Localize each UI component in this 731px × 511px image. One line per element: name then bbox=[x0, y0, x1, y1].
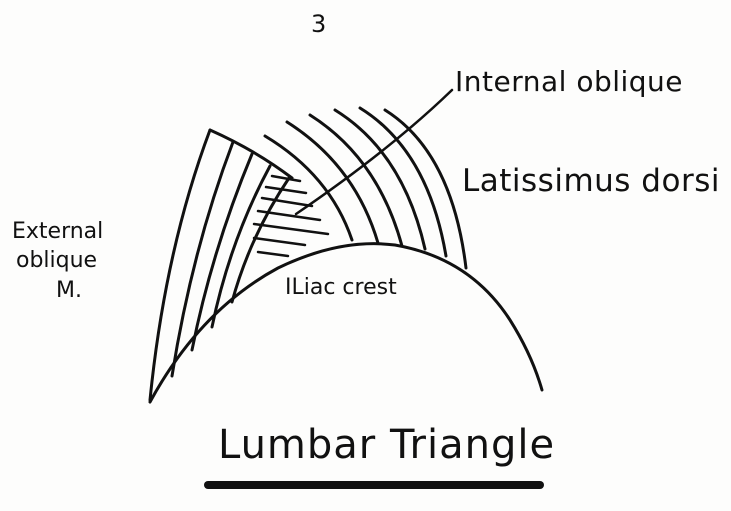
hatch-line bbox=[256, 250, 290, 258]
iliac-crest-arch bbox=[148, 242, 544, 404]
hatch-line bbox=[264, 185, 308, 195]
external-oblique-boundary-top bbox=[208, 128, 294, 180]
hatch-line bbox=[256, 209, 322, 222]
latissimus-dorsi-fibre bbox=[383, 108, 468, 270]
latissimus-dorsi-label: Latissimus dorsi bbox=[462, 163, 720, 199]
internal-oblique-pointer bbox=[294, 88, 454, 216]
page-number: 3 bbox=[311, 10, 327, 38]
external-oblique-boundary bbox=[148, 128, 212, 402]
hatch-line bbox=[270, 174, 302, 183]
external-oblique-fibre bbox=[190, 152, 254, 352]
latissimus-dorsi-fibre bbox=[308, 113, 404, 248]
latissimus-dorsi-fibre bbox=[358, 106, 448, 258]
latissimus-dorsi-fibre bbox=[333, 108, 427, 251]
hatch-line bbox=[252, 222, 330, 236]
external-oblique-fibre bbox=[170, 140, 235, 378]
external-oblique-label-line1: External bbox=[12, 219, 104, 244]
iliac-crest-label: ILiac crest bbox=[285, 275, 397, 300]
internal-oblique-hatching bbox=[252, 174, 330, 258]
internal-oblique-label: Internal oblique bbox=[455, 65, 684, 98]
latissimus-dorsi-fibre bbox=[263, 134, 354, 242]
latissimus-dorsi-muscle bbox=[263, 106, 468, 270]
diagram-title: Lumbar Triangle bbox=[218, 422, 556, 468]
external-oblique-muscle bbox=[148, 128, 294, 402]
hatch-line bbox=[260, 196, 314, 208]
latissimus-dorsi-fibre bbox=[285, 120, 380, 245]
external-oblique-fibre bbox=[210, 164, 272, 329]
external-oblique-label-line2: oblique bbox=[16, 248, 98, 273]
hatch-line bbox=[252, 236, 307, 247]
external-oblique-label-line3: M. bbox=[56, 278, 82, 303]
